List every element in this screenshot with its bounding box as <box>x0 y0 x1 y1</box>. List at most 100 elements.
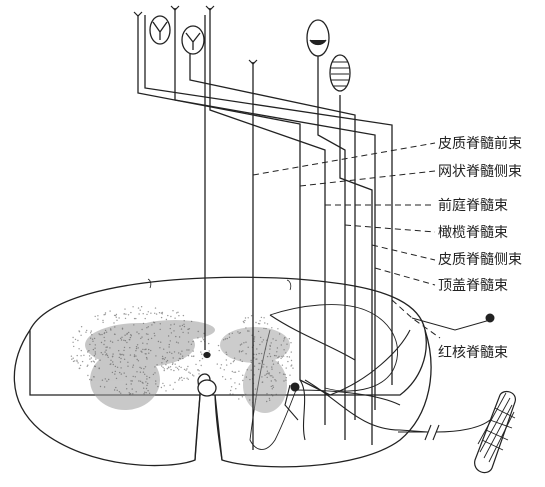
stipple-dot <box>182 331 184 334</box>
label-olivospinal: 橄榄脊髓束 <box>438 225 508 241</box>
tract-reticulospinal <box>189 50 356 420</box>
tract-tectospinal <box>174 8 376 410</box>
stipple-dot <box>228 333 230 335</box>
stipple-dot <box>155 355 157 357</box>
label-corticospinal-lateral: 皮质脊髓侧束 <box>438 252 522 268</box>
stipple-dot <box>109 347 111 349</box>
stipple-dot <box>226 353 228 356</box>
stipple-dot <box>94 353 97 355</box>
stipple-dot <box>139 371 142 373</box>
stipple-dot <box>150 349 152 352</box>
stipple-dot <box>268 373 270 375</box>
stipple-dot <box>253 338 255 340</box>
stipple-dot <box>268 397 271 400</box>
gray-matter-right <box>220 327 290 413</box>
stipple-dot <box>275 393 277 396</box>
stipple-dot <box>116 389 118 391</box>
stipple-dot <box>142 313 144 315</box>
stipple-dot <box>264 322 266 324</box>
stipple-dot <box>144 373 146 375</box>
label-rubrospinal: 红核脊髓束 <box>438 345 508 361</box>
stipple-dot <box>277 328 279 330</box>
stipple-dot <box>231 370 233 373</box>
stipple-dot <box>146 378 148 380</box>
stipple-dot <box>200 340 202 343</box>
tract-olivary <box>339 95 373 445</box>
stipple-dot <box>125 383 128 385</box>
stipple-dot <box>110 363 112 365</box>
stipple-dot <box>269 375 271 377</box>
stipple-dot <box>233 359 235 362</box>
stipple-dot <box>290 342 292 344</box>
stipple-dot <box>246 369 248 371</box>
stipple-dot <box>223 339 225 341</box>
stipple-dot <box>243 321 245 324</box>
stipple-dot <box>176 312 178 314</box>
stipple-dot <box>123 346 126 349</box>
stipple-dot <box>174 363 176 365</box>
stipple-dot <box>156 364 158 366</box>
stipple-dot <box>233 371 235 373</box>
stipple-dot <box>259 362 261 365</box>
stipple-dot <box>172 388 174 390</box>
stipple-dot <box>187 365 189 368</box>
stipple-dot <box>115 316 118 318</box>
stipple-dot <box>105 349 107 351</box>
stipple-dot <box>111 371 114 374</box>
stipple-dot <box>70 355 73 357</box>
stipple-dot <box>123 339 125 341</box>
stipple-dot <box>192 350 194 352</box>
stipple-dot <box>163 369 165 372</box>
motor-pathway <box>269 314 429 441</box>
stipple-dot <box>283 380 285 382</box>
stipple-dot <box>142 342 144 344</box>
stipple-dot <box>255 398 257 400</box>
stipple-dot <box>103 314 105 316</box>
stipple-dot <box>240 343 243 345</box>
stipple-dot <box>269 399 271 401</box>
stipple-dot <box>222 376 224 378</box>
stipple-dot <box>92 360 95 362</box>
stipple-dot <box>178 315 180 317</box>
stipple-dot <box>79 364 82 367</box>
stipple-dot <box>253 374 255 376</box>
stipple-dot <box>136 371 138 373</box>
stipple-dot <box>146 384 148 387</box>
stipple-dot <box>112 353 114 355</box>
stipple-dot <box>71 358 73 360</box>
stipple-dot <box>163 348 165 350</box>
stipple-dot <box>258 368 260 371</box>
stipple-dot <box>100 352 103 354</box>
leader-corticospinal-lateral <box>371 244 436 261</box>
stipple-dot <box>234 371 237 373</box>
stipple-dot <box>263 363 265 366</box>
stipple-dot <box>140 306 143 308</box>
stipple-dot <box>105 346 107 348</box>
stipple-dot <box>176 367 179 369</box>
stipple-dot <box>127 365 129 367</box>
stipple-dot <box>179 377 181 379</box>
stipple-dot <box>198 370 200 372</box>
stipple-dot <box>161 365 163 367</box>
stipple-dot <box>250 315 253 317</box>
stipple-dot <box>180 376 183 379</box>
stipple-dot <box>260 316 263 319</box>
stipple-dot <box>261 381 264 383</box>
stipple-dot <box>161 362 163 364</box>
stipple-dot <box>181 350 183 352</box>
stipple-dot <box>142 371 145 373</box>
stipple-dot <box>197 337 199 339</box>
stipple-dot <box>238 383 241 385</box>
stipple-dot <box>124 308 126 310</box>
central-canal <box>197 379 217 397</box>
stipple-dot <box>224 338 227 340</box>
stipple-dot <box>183 323 185 325</box>
stipple-dot <box>150 312 152 314</box>
stipple-dot <box>253 393 256 396</box>
stipple-dot <box>87 351 89 353</box>
stipple-dot <box>266 400 268 403</box>
stipple-dot <box>124 317 127 320</box>
stipple-dot <box>124 340 127 342</box>
stipple-dot <box>114 373 116 375</box>
stipple-dot <box>93 337 96 340</box>
